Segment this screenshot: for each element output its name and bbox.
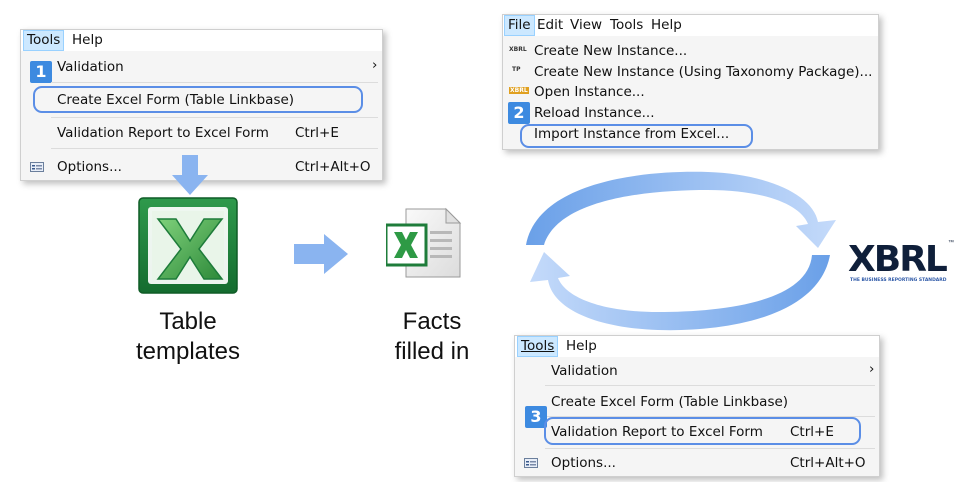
caption-line: Facts — [402, 308, 462, 335]
menu-item-create-excel-form[interactable]: Create Excel Form (Table Linkbase) — [551, 394, 789, 410]
menu-item-create-new-instance[interactable]: Create New Instance... — [534, 43, 688, 59]
step-badge: 3 — [525, 406, 547, 428]
menu-tools[interactable]: Tools — [23, 30, 65, 51]
excel-file-icon — [386, 207, 462, 278]
highlight-ring — [544, 417, 861, 445]
xbrl-logo-tagline: THE BUSINESS REPORTING STANDARD — [850, 278, 947, 283]
menu-item-create-excel-form[interactable]: Create Excel Form (Table Linkbase) — [57, 92, 295, 108]
caption-line: filled in — [394, 338, 470, 365]
menu-item-import-instance-excel[interactable]: Import Instance from Excel... — [534, 126, 730, 142]
menu-item-validation[interactable]: Validation — [551, 363, 618, 379]
caption-line: Table — [159, 308, 217, 335]
menu-item-options[interactable]: Options... — [551, 455, 616, 471]
submenu-arrow-icon: › — [372, 57, 378, 73]
excel-logo-icon — [138, 197, 238, 294]
step-badge: 1 — [30, 61, 52, 83]
menu-bar: Tools Help — [515, 336, 879, 357]
highlight-ring — [33, 86, 363, 113]
menu-bar: File Edit View Tools Help — [503, 15, 878, 36]
xbrl-logo: XBRL ™ THE BUSINESS REPORTING STANDARD — [848, 240, 958, 290]
menu-help[interactable]: Help — [72, 32, 103, 48]
caption-line: templates — [135, 338, 241, 365]
xbrl-icon: XBRL — [509, 46, 527, 53]
shortcut-label: Ctrl+E — [790, 424, 834, 440]
open-xbrl-icon: XBRL — [509, 87, 529, 94]
menu-bar: Tools Help — [21, 30, 382, 51]
menu-item-create-new-instance-taxonomy[interactable]: Create New Instance (Using Taxonomy Pack… — [534, 64, 873, 80]
menu-edit[interactable]: Edit — [537, 17, 564, 33]
file-menu: File Edit View Tools Help XBRL Create Ne… — [502, 14, 879, 150]
down-arrow-icon — [172, 155, 208, 195]
options-icon — [30, 162, 44, 172]
xbrl-logo-tm: ™ — [948, 240, 954, 246]
menu-item-reload-instance[interactable]: Reload Instance... — [534, 105, 655, 121]
shortcut-label: Ctrl+E — [295, 125, 339, 141]
menu-item-validation-report[interactable]: Validation Report to Excel Form — [57, 125, 269, 141]
caption-table-templates: Table templates — [118, 307, 258, 367]
menu-item-validation[interactable]: Validation — [57, 59, 124, 75]
tools-menu-1: Tools Help 1 Validation › Create Excel F… — [20, 29, 383, 181]
menu-help[interactable]: Help — [651, 17, 682, 33]
menu-item-open-instance[interactable]: Open Instance... — [534, 84, 645, 100]
menu-view[interactable]: View — [570, 17, 603, 33]
menu-tools[interactable]: Tools — [517, 336, 559, 357]
menu-item-validation-report[interactable]: Validation Report to Excel Form — [551, 424, 763, 440]
shortcut-label: Ctrl+Alt+O — [295, 159, 371, 175]
caption-facts-filled-in: Facts filled in — [362, 307, 502, 367]
menu-tools[interactable]: Tools — [610, 17, 644, 33]
cycle-arrows-icon — [526, 171, 836, 331]
highlight-ring — [520, 124, 753, 148]
submenu-arrow-icon: › — [869, 361, 875, 377]
menu-help[interactable]: Help — [566, 338, 597, 354]
menu-file[interactable]: File — [504, 15, 535, 36]
menu-item-options[interactable]: Options... — [57, 159, 122, 175]
taxonomy-package-icon: TP — [512, 66, 521, 73]
step-badge: 2 — [508, 102, 530, 124]
options-icon — [524, 458, 538, 468]
tools-menu-2: Tools Help Validation › Create Excel For… — [514, 335, 880, 477]
right-arrow-icon — [294, 234, 348, 274]
shortcut-label: Ctrl+Alt+O — [790, 455, 866, 471]
xbrl-logo-text: XBRL — [848, 239, 948, 280]
